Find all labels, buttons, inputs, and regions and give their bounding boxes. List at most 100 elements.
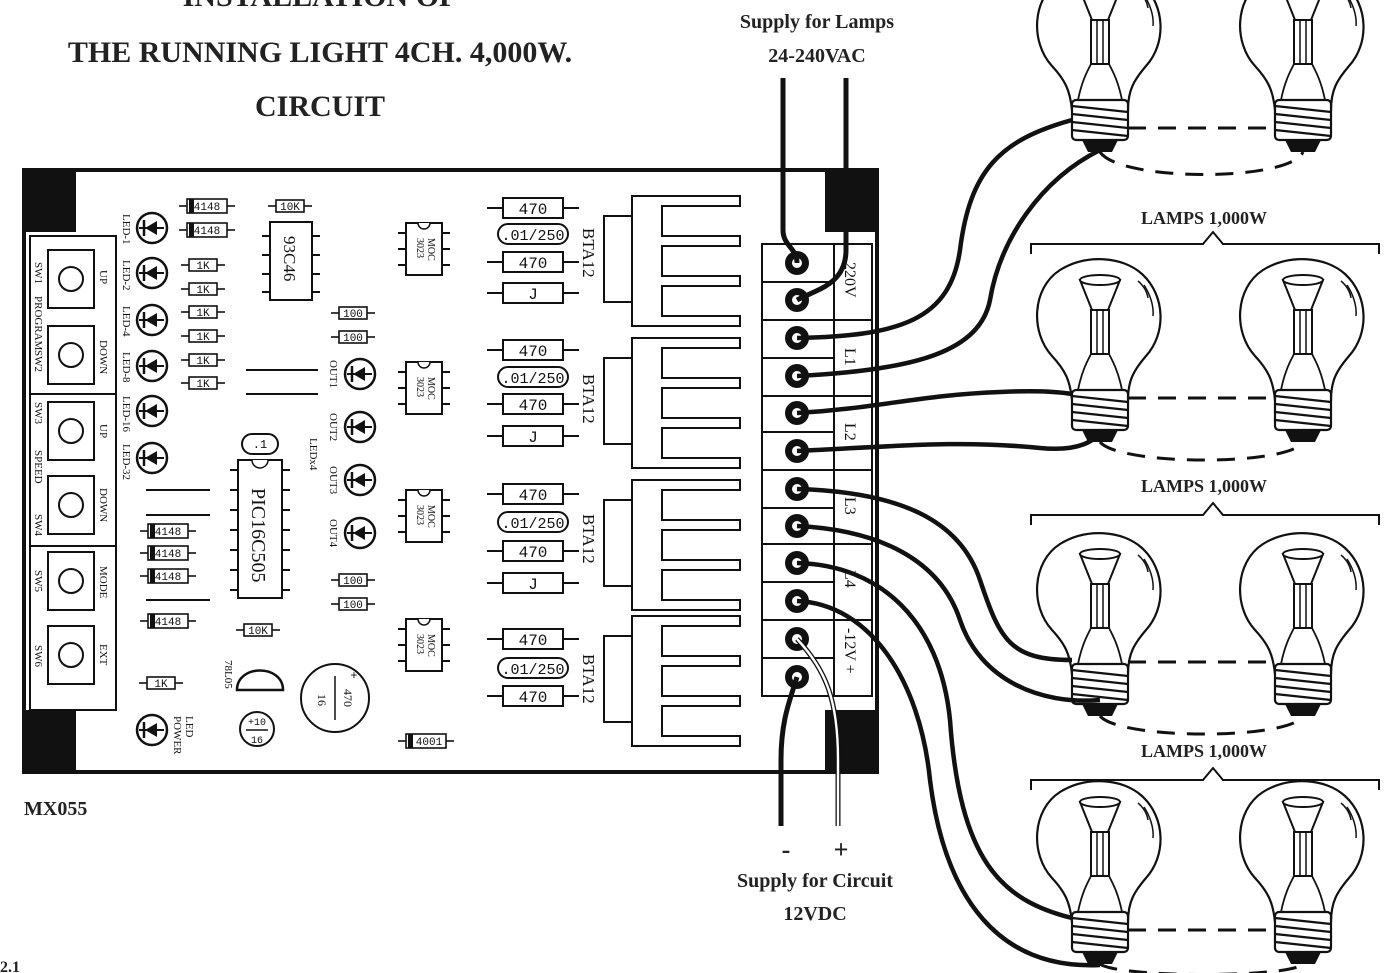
r100-label: 100 (343, 600, 363, 612)
sw6-func: EXT (97, 644, 109, 666)
r10k-label: 10K (280, 202, 300, 214)
speed-label: SPEED (32, 450, 44, 484)
eeprom-chip (262, 221, 320, 301)
terminal-l2: L2 (841, 423, 858, 441)
sw1-label: SW1 (32, 262, 44, 284)
cap-label: .01/250 (501, 371, 564, 388)
cap-01-label: .1 (253, 438, 267, 452)
led32-label: LED-32 (120, 444, 132, 480)
diode-4148-label: 4148 (194, 202, 220, 214)
cap-470uf-bottom: 16 (315, 694, 329, 706)
diode-4148-label: 4148 (155, 617, 181, 629)
lower-diodes: 4148 4148 4148 4148 (139, 523, 197, 629)
moc4-l2: 3023 (414, 634, 425, 654)
lamp-bracket (1030, 502, 1380, 526)
moc2-l1: MOC (425, 377, 436, 400)
r1k-label: 1K (154, 679, 168, 691)
r470-label: 470 (519, 487, 548, 505)
diode-4148-label: 4148 (194, 226, 220, 238)
out3-label: OUT3 (327, 466, 339, 495)
mcu-label: PIC16C505 (247, 488, 269, 582)
title-line1: INSTALLATION OF (183, 0, 458, 13)
lamp-pair-1 (1035, 0, 1365, 176)
regulator-label: 78L05 (222, 660, 234, 689)
triac2-label: BTA12 (579, 374, 598, 424)
out1-label: OUT1 (327, 360, 339, 388)
board-name: MX055 (24, 798, 87, 820)
supply-minus: - (782, 835, 791, 864)
sw3-func: UP (97, 424, 109, 438)
r1k-label: 1K (196, 332, 210, 344)
supply-wires (780, 78, 849, 303)
cap-label: .01/250 (501, 516, 564, 533)
lamp-pair-3 (1035, 532, 1365, 736)
mcu-chip (230, 459, 290, 599)
lamp-group-label: LAMPS 1,000W (1141, 208, 1267, 228)
supply-lamps-voltage: 24-240VAC (768, 45, 865, 67)
ledx4-label: LEDx4 (307, 438, 319, 471)
power-led (135, 713, 169, 747)
led-power-line1: LED (183, 716, 195, 737)
led-power-line2: POWER (171, 716, 183, 755)
sw2-func: DOWN (97, 340, 109, 374)
led1-label: LED-1 (120, 214, 132, 245)
jumper-label: J (528, 576, 538, 594)
lamp-bracket (1030, 231, 1380, 255)
cap-10uf-bottom: 16 (251, 736, 263, 747)
terminal-l1: L1 (841, 348, 858, 366)
r100-label: 100 (343, 309, 363, 321)
diode-4148-label: 4148 (155, 549, 181, 561)
lamp-pair-4 (1035, 780, 1365, 973)
title-line2: THE RUNNING LIGHT 4CH. 4,000W. (68, 36, 572, 69)
r100-label: 100 (343, 576, 363, 588)
moc3-l2: 3023 (414, 505, 425, 525)
diode-4001-label: 4001 (416, 737, 443, 749)
r470-label: 470 (519, 397, 548, 415)
led16-label: LED-16 (120, 396, 132, 433)
sw1-func: UP (97, 270, 109, 284)
cap-label: .01/250 (501, 662, 564, 679)
lamp-group-label: LAMPS 1,000W (1141, 741, 1267, 761)
triac1-label: BTA12 (579, 228, 598, 278)
diode-4148-label: 4148 (155, 572, 181, 584)
corner-label: 2.1 (0, 959, 20, 973)
cap-470uf-plus: + (350, 669, 357, 683)
r470-label: 470 (519, 255, 548, 273)
cap-470uf-top: 470 (341, 689, 355, 707)
supply-lamps-label: Supply for Lamps (740, 11, 894, 33)
r470-label: 470 (519, 689, 548, 707)
eeprom-label: 93C46 (280, 236, 299, 281)
triac3-label: BTA12 (579, 514, 598, 564)
r470-label: 470 (519, 632, 548, 650)
r100-label: 100 (343, 333, 363, 345)
out4-label: OUT4 (327, 519, 339, 548)
moc2-l2: 3023 (414, 377, 425, 397)
led8-label: LED-8 (120, 352, 132, 383)
sw5-label: SW5 (32, 570, 44, 593)
program-label: PROGRAM (32, 296, 44, 351)
cap-label: .01/250 (501, 228, 564, 245)
r1k-label: 1K (196, 379, 210, 391)
r470-label: 470 (519, 201, 548, 219)
jumper-label: J (528, 429, 538, 447)
led4-label: LED-4 (120, 306, 132, 337)
moc1-l2: 3023 (414, 238, 425, 258)
circuit-supply-wires (778, 637, 841, 826)
diode-4148-label: 4148 (155, 527, 181, 539)
supply-plus: + (834, 835, 849, 864)
lamp-wires (796, 117, 1102, 968)
moc1-l1: MOC (425, 238, 436, 261)
r1k-label: 1K (196, 308, 210, 320)
channel-components (486, 197, 580, 707)
r1k-label: 1K (196, 285, 210, 297)
supply-circuit-label: Supply for Circuit (737, 870, 893, 892)
moc4-l1: MOC (425, 634, 436, 657)
sw2-label: SW2 (32, 350, 44, 372)
cap-01 (241, 433, 279, 455)
sw6-label: SW6 (32, 645, 44, 668)
r10k-label: 10K (248, 626, 268, 638)
r470-label: 470 (519, 544, 548, 562)
supply-circuit-voltage: 12VDC (783, 903, 846, 925)
lamp-group-label: LAMPS 1,000W (1141, 476, 1267, 496)
sw5-func: MODE (97, 566, 109, 599)
